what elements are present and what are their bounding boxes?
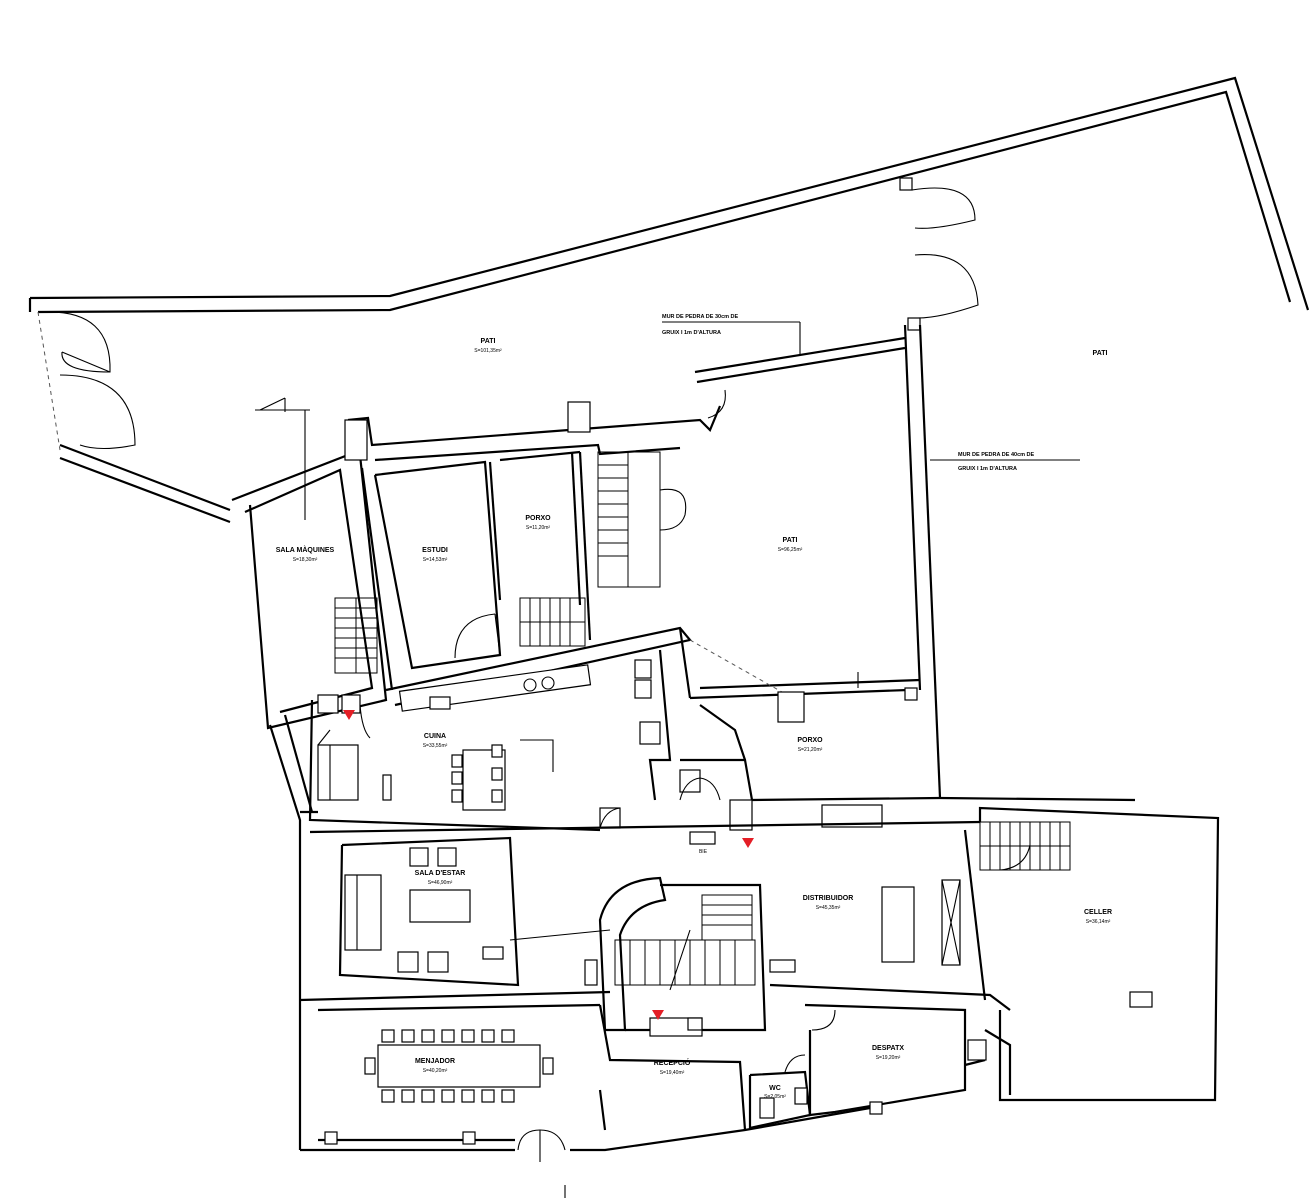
room-area-wc: S=2,05m² (764, 1094, 786, 1100)
room-name-distribuidor: DISTRIBUIDOR (803, 895, 854, 902)
room-name-pati-top: PATI (481, 338, 496, 345)
room-name-estudi: ESTUDI (422, 547, 448, 554)
room-name-pati-inner: PATI (783, 537, 798, 544)
stair-celler (979, 821, 1071, 871)
room-name-sala-maquines: SALA MÀQUINES (276, 545, 335, 554)
stair-pati (597, 451, 687, 588)
stair-central (614, 894, 756, 991)
note-stone-wall-40-line1: MUR DE PEDRA DE 40cm DE (958, 452, 1035, 458)
building-lower (299, 796, 1220, 1198)
emergency-marker-icon (343, 710, 355, 720)
note-stone-wall-30-line1: MUR DE PEDRA DE 30cm DE (662, 314, 739, 320)
room-name-despatx: DESPATX (872, 1045, 904, 1052)
note-stone-wall-40-line2: GRUIX I 1m D'ALTURA (958, 466, 1017, 472)
emergency-marker-icon (742, 838, 754, 848)
room-area-pati-inner: S=96,25m² (778, 547, 803, 553)
room-name-pati-right: PATI (1093, 350, 1108, 357)
room-area-pati-top: S=101,35m² (474, 348, 502, 354)
room-name-cuina: CUINA (424, 733, 446, 740)
room-labels: PATI S=101,35m² PATI SALA MÀQUINES S=18,… (276, 338, 1112, 1100)
building-middle (268, 649, 941, 1150)
stone-wall-40 (903, 324, 1080, 799)
wall-notes: MUR DE PEDRA DE 30cm DE GRUIX I 1m D'ALT… (662, 314, 1035, 472)
fixture-label: BIE (699, 849, 708, 855)
room-name-porxo-upper: PORXO (525, 515, 551, 522)
building-upper (231, 401, 921, 730)
stair-porxo (519, 597, 586, 647)
room-area-estudi: S=14,53m² (423, 557, 448, 563)
emergency-markers (343, 710, 754, 1020)
room-name-celler: CELLER (1084, 909, 1112, 916)
room-area-sala-maquines: S=18,30m² (293, 557, 318, 563)
room-name-menjador: MENJADOR (415, 1058, 455, 1065)
room-area-porxo-lower: S=21,20m² (798, 747, 823, 753)
garden-gate (44, 311, 136, 450)
stone-wall-30 (662, 321, 906, 419)
room-area-sala-estar: S=46,90m² (428, 880, 453, 886)
room-area-celler: S=36,14m² (1086, 919, 1111, 925)
emergency-marker-icon (652, 1010, 664, 1020)
room-name-sala-estar: SALA D'ESTAR (415, 870, 466, 877)
note-stone-wall-30-line2: GRUIX I 1m D'ALTURA (662, 330, 721, 336)
room-name-recepcio: RECEPCIÓ (654, 1058, 691, 1067)
room-name-porxo-lower: PORXO (797, 737, 823, 744)
outer-walls (28, 76, 1310, 524)
room-area-cuina: S=33,55m² (423, 743, 448, 749)
room-area-menjador: S=40,20m² (423, 1068, 448, 1074)
room-area-porxo-upper: S=11,20m² (526, 525, 551, 531)
room-area-distribuidor: S=45,35m² (816, 905, 841, 911)
stair-sala-maquines (334, 597, 378, 674)
north-arrow-icon (255, 397, 310, 520)
room-name-wc: WC (769, 1085, 781, 1092)
room-area-recepcio: S=19,40m² (660, 1070, 685, 1076)
room-area-despatx: S=19,20m² (876, 1055, 901, 1061)
top-right-gate (899, 177, 979, 331)
